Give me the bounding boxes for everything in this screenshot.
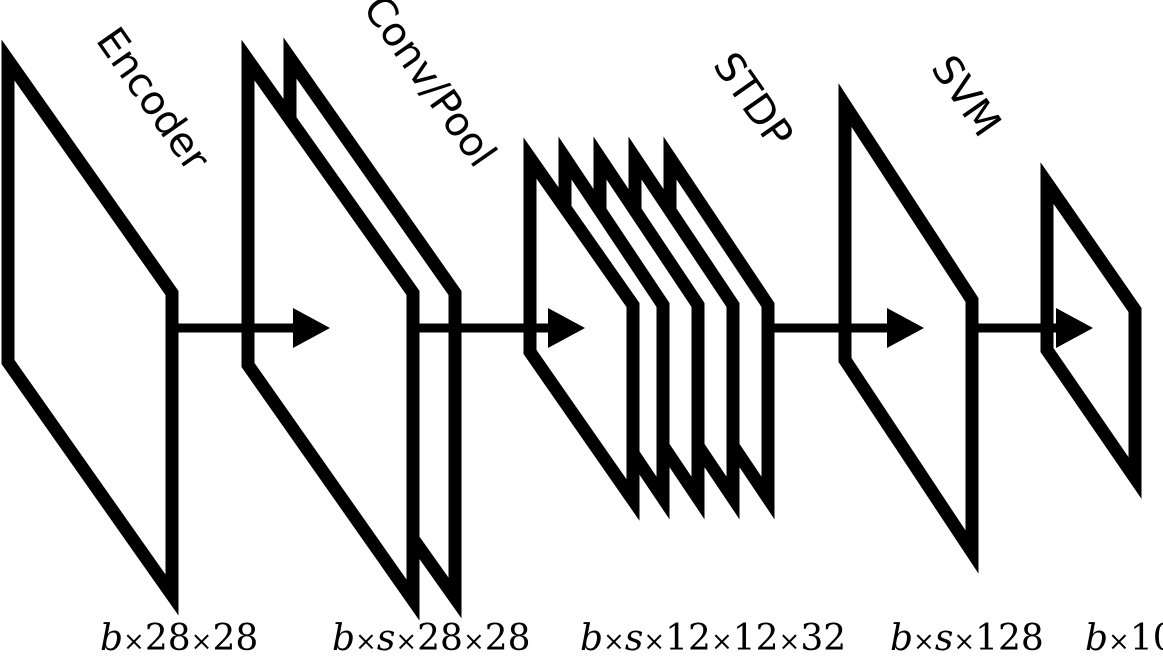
encoder-plane xyxy=(1,39,179,616)
svm-dims: b×s×128 xyxy=(890,618,1044,658)
convpool-label: Conv/Pool xyxy=(354,0,505,176)
dim-part: 12 xyxy=(733,618,779,658)
arrow-right-icon xyxy=(1056,308,1093,348)
arrow-right-icon xyxy=(887,308,924,348)
stdp-label: STDP xyxy=(704,44,802,156)
dim-part: × xyxy=(643,627,665,657)
dim-part: 28 xyxy=(417,618,463,658)
arrow-right-icon xyxy=(548,308,585,348)
output-dims: b×10 xyxy=(1085,618,1163,658)
encoder-label: Encoder xyxy=(87,19,219,180)
arrow-right-icon xyxy=(293,308,330,348)
dim-part: × xyxy=(123,627,145,657)
dim-part: s xyxy=(625,618,643,658)
stdp-dims: b×s×12×12×32 xyxy=(580,618,846,658)
dim-part: s xyxy=(935,618,953,658)
svm-label: SVM xyxy=(922,47,1010,145)
dim-part: b xyxy=(332,618,355,658)
encoder-dims: b×28×28 xyxy=(100,618,258,658)
dim-part: 32 xyxy=(800,618,846,658)
dim-part: 28 xyxy=(212,618,258,658)
dim-part: b xyxy=(890,618,913,658)
dim-part: s xyxy=(377,618,395,658)
dim-part: × xyxy=(191,627,213,657)
dim-part: × xyxy=(463,627,485,657)
dim-part: × xyxy=(1108,627,1130,657)
output-plane xyxy=(1040,162,1142,499)
dim-part: × xyxy=(953,627,975,657)
convpool-plane-front xyxy=(241,39,420,621)
dim-part: × xyxy=(395,627,417,657)
dim-part: × xyxy=(779,627,801,657)
dim-part: × xyxy=(355,627,377,657)
dim-part: b xyxy=(100,618,123,658)
dim-part: × xyxy=(913,627,935,657)
dim-part: 28 xyxy=(145,618,191,658)
dim-part: b xyxy=(580,618,603,658)
dim-part: 12 xyxy=(665,618,711,658)
dim-part: × xyxy=(603,627,625,657)
dim-part: 28 xyxy=(485,618,531,658)
convpool-dims: b×s×28×28 xyxy=(332,618,531,658)
dim-part: × xyxy=(711,627,733,657)
dim-part: 128 xyxy=(975,618,1044,658)
dim-part: 10 xyxy=(1130,618,1163,658)
dim-part: b xyxy=(1085,618,1108,658)
